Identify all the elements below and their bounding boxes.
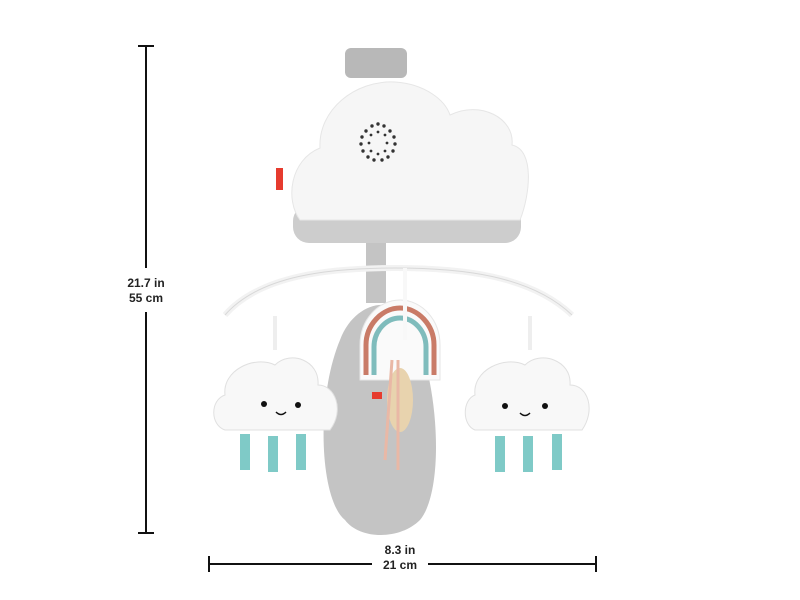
height-imperial: 21.7 in <box>127 276 165 290</box>
rainbow-toy <box>359 299 441 381</box>
right-cloud-toy <box>464 357 590 472</box>
width-dimension-line <box>208 556 597 572</box>
speaker-grille-icon <box>359 122 397 162</box>
height-metric: 55 cm <box>128 291 164 305</box>
left-cloud-toy <box>213 357 338 472</box>
top-clip <box>345 48 407 78</box>
moon-toy <box>387 368 413 432</box>
brand-tag-panel <box>372 392 382 399</box>
height-label: 21.7 in 55 cm <box>112 276 180 306</box>
width-imperial: 8.3 in <box>384 543 416 557</box>
width-metric: 21 cm <box>382 558 418 572</box>
post <box>366 243 386 303</box>
height-dimension-line <box>138 45 154 534</box>
width-label: 8.3 in 21 cm <box>372 543 428 573</box>
main-cloud-unit <box>291 81 529 243</box>
brand-tag-top <box>276 168 283 190</box>
